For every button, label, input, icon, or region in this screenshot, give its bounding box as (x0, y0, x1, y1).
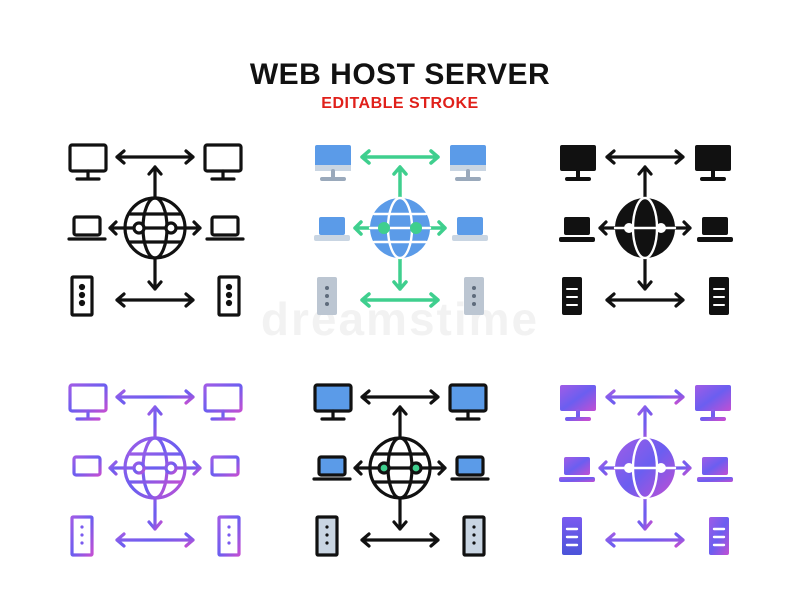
web-host-server-outline-icon (55, 135, 255, 320)
monitor-icon (450, 145, 486, 181)
monitor-icon (203, 143, 243, 181)
laptop-icon (205, 215, 245, 241)
globe-icon (613, 196, 677, 260)
page-subtitle: EDITABLE STROKE (321, 95, 479, 112)
laptop-icon (452, 217, 488, 241)
footer-bar (0, 595, 800, 615)
laptop-icon (697, 217, 733, 242)
web-host-server-color-icon (300, 135, 500, 320)
laptop-icon (314, 217, 350, 241)
globe-icon (368, 196, 432, 260)
page-title: WEB HOST SERVER (249, 58, 551, 91)
globe-icon (123, 196, 187, 260)
server-icon (709, 277, 729, 315)
laptop-icon (67, 215, 107, 241)
server-icon (464, 277, 484, 315)
monitor-icon (560, 145, 596, 181)
web-host-server-lineal-color-icon (300, 375, 500, 560)
monitor-icon (68, 143, 108, 181)
web-host-server-gradient-outline-icon (55, 375, 255, 560)
server-icon (317, 277, 337, 315)
web-host-server-glyph-icon (545, 135, 745, 320)
server-icon (70, 275, 94, 317)
monitor-icon (315, 145, 351, 181)
server-icon (562, 277, 582, 315)
laptop-icon (559, 217, 595, 242)
web-host-server-gradient-fill-icon (545, 375, 745, 560)
monitor-icon (695, 145, 731, 181)
server-icon (217, 275, 241, 317)
